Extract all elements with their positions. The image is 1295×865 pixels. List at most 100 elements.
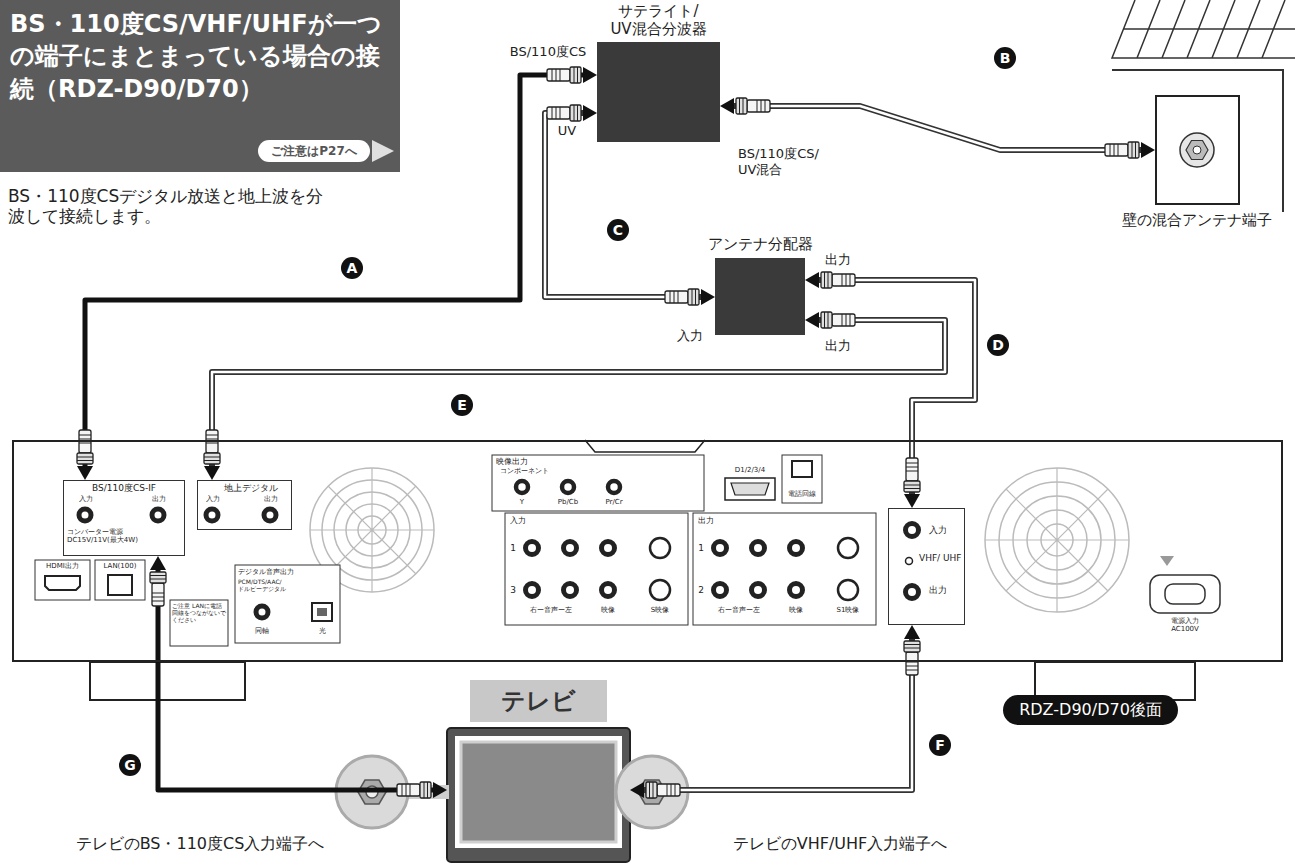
port-label: BS/110度CS/ UV混合 <box>738 146 848 177</box>
panel-title: VHF/ UHF <box>919 553 963 564</box>
device-name: テレビ <box>470 680 607 722</box>
plug-body <box>832 274 855 286</box>
antenna-terminal <box>79 509 91 521</box>
port-label: 入力 <box>929 525 961 536</box>
device-name: サテライト/ UV混合分波器 <box>582 2 735 38</box>
cable-line <box>642 637 912 790</box>
port-label: 出力 <box>820 338 856 354</box>
arrow-head <box>904 625 920 639</box>
callout-letter: A <box>341 257 363 279</box>
callout-letter: B <box>994 47 1016 69</box>
lan-panel <box>95 560 145 600</box>
cable-plug <box>904 641 920 675</box>
pill-arrow <box>372 140 394 162</box>
title-band <box>0 0 400 172</box>
power-inlet-socket <box>1165 584 1205 604</box>
plug-nut <box>688 289 699 305</box>
jack-label: Pr/Cr <box>599 498 629 506</box>
rca-jack <box>564 584 577 597</box>
cable-line <box>158 568 435 790</box>
plug-nut <box>736 98 747 114</box>
plug-nut <box>77 453 93 464</box>
panel-title: BS/110度CS-IF <box>92 483 184 494</box>
cable <box>150 556 447 798</box>
plug-nut <box>904 641 920 652</box>
lan-port <box>108 575 132 595</box>
jack-label: 電話回線 <box>782 490 822 498</box>
panel-label: PCM/DTS/AAC/ ドルビーデジタル <box>238 578 308 592</box>
plug-body <box>906 458 918 481</box>
antenna-terminal <box>906 524 919 537</box>
row-number: 1 <box>508 543 518 554</box>
panel-label: LAN(100) <box>96 562 144 570</box>
plug-body <box>747 100 770 112</box>
antenna-terminal <box>264 509 276 521</box>
plug-nut <box>1128 142 1139 158</box>
cable-core <box>738 106 1137 150</box>
jack-label: 映像 <box>593 606 623 614</box>
cable-plug <box>77 430 93 464</box>
rca-jack <box>602 584 615 597</box>
port-label: 入力 <box>203 495 223 503</box>
power-mark <box>1160 556 1174 566</box>
device-name: アンテナ分配器 <box>700 235 820 253</box>
arrow-head <box>701 289 715 305</box>
coaxial-jack <box>256 606 268 618</box>
port-label: 出力 <box>820 252 856 268</box>
callout-letter: C <box>607 219 629 241</box>
plug-nut <box>420 782 431 798</box>
rca-jack <box>752 584 765 597</box>
row-number: 3 <box>508 585 518 596</box>
port-label: 出力 <box>261 495 281 503</box>
antenna-terminal <box>152 509 164 521</box>
rca-jack <box>602 542 615 555</box>
plug-ribs <box>650 782 676 798</box>
arrow-head <box>433 782 447 798</box>
wall-antenna-terminal: 壁の混合アンテナ端子 <box>1155 95 1240 205</box>
arrow-head <box>150 556 166 570</box>
plug-body <box>832 314 855 326</box>
wall-plate <box>1155 95 1240 205</box>
video-out-panel <box>492 455 704 511</box>
port-label: BS/110度CS <box>500 44 596 60</box>
plug-nut <box>646 782 657 798</box>
jack-label: Y <box>512 498 532 506</box>
cable-plug <box>736 98 770 114</box>
cable-plug <box>1105 142 1139 158</box>
cable <box>204 312 945 480</box>
cable <box>805 272 975 508</box>
cable-line <box>817 280 975 496</box>
port-label: 入力 <box>672 328 708 344</box>
wall-jack-pin <box>1193 146 1201 154</box>
arrow-head <box>805 312 819 328</box>
cable-plug <box>547 67 581 83</box>
arrow-head <box>904 494 920 508</box>
arrow-head <box>204 466 220 480</box>
s-video-jack <box>650 538 670 558</box>
plug-body <box>547 107 570 119</box>
splitter-box: サテライト/ UV混合分波器 <box>597 42 720 142</box>
cable-plug <box>821 272 855 288</box>
cable-line <box>212 320 945 468</box>
plug-body <box>1105 144 1128 156</box>
jack-label: 右ー音声ー左 <box>709 606 769 614</box>
device-name: 壁の混合アンテナ端子 <box>1113 211 1281 229</box>
plug-ribs <box>825 272 851 288</box>
terminal-panel: 入力VHF/ UHF出力 <box>888 508 965 625</box>
cable-line <box>732 106 1143 150</box>
optical-jack-core <box>317 608 327 616</box>
tv-terminal-inset <box>616 756 688 828</box>
d-terminal-socket <box>731 483 769 495</box>
panel-label: HDMI出力 <box>36 562 89 570</box>
plug-ribs <box>740 98 766 114</box>
plug-nut <box>821 272 832 288</box>
cable-plug <box>204 430 220 464</box>
rca-jack <box>790 542 803 555</box>
plug-ribs <box>402 782 428 798</box>
plug-ribs <box>825 312 851 328</box>
arrow-head <box>583 67 597 83</box>
cable-plug <box>821 312 855 328</box>
plug-ribs <box>552 105 578 121</box>
jack-label: S映像 <box>642 606 678 614</box>
